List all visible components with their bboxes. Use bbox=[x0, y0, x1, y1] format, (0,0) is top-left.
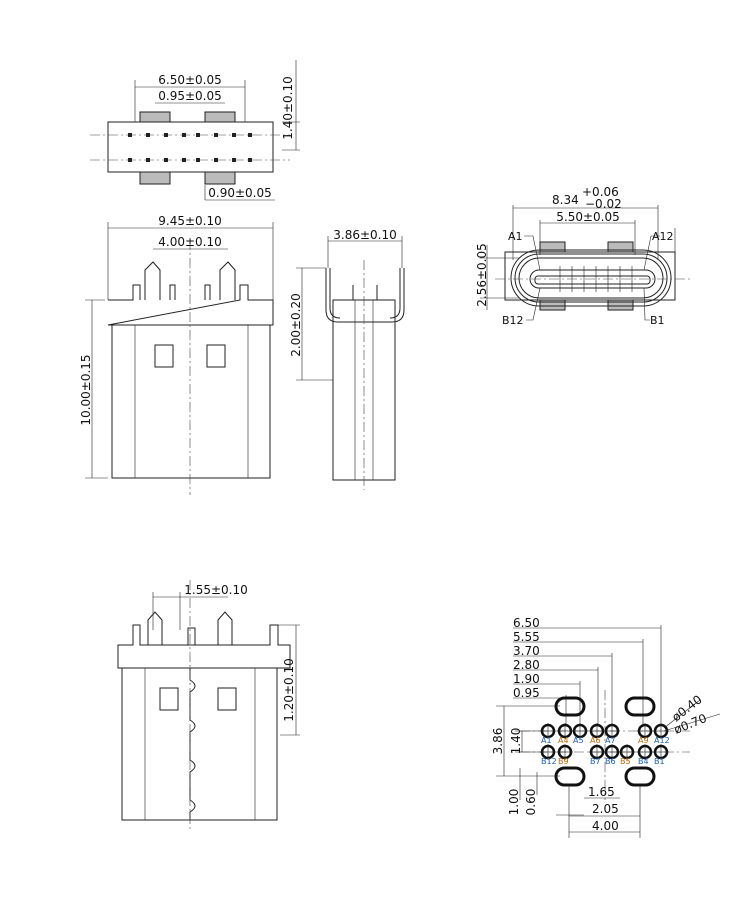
front-tab-dim: 4.00±0.10 bbox=[158, 235, 222, 249]
label-a12: A12 bbox=[652, 230, 674, 243]
front-length-dim: 10.00±0.15 bbox=[79, 354, 93, 425]
footprint-dim-4: 2.80 bbox=[513, 658, 540, 672]
pin-dot bbox=[232, 133, 236, 137]
pin-label-b6: B6 bbox=[605, 757, 616, 766]
receptacle-inner-width: 5.50±0.05 bbox=[556, 210, 620, 224]
pin-label-a4: A4 bbox=[558, 736, 569, 745]
pin-label-b9: B9 bbox=[558, 757, 569, 766]
pin-dot bbox=[196, 133, 200, 137]
front-view: 9.45±0.10 4.00±0.10 10.00±0.15 bbox=[79, 214, 274, 495]
pin-label-a12: A12 bbox=[654, 736, 670, 745]
pin-label-a6: A6 bbox=[590, 736, 601, 745]
pin-label-b4: B4 bbox=[638, 757, 649, 766]
pin-dot bbox=[146, 158, 150, 162]
rear-view: 1.55±0.10 1.20±0.10 bbox=[117, 580, 300, 830]
footprint-dim-5: 1.90 bbox=[513, 672, 540, 686]
pin-label-b1: B1 bbox=[654, 757, 665, 766]
footprint-slot-dim-2: 0.60 bbox=[524, 789, 538, 816]
pcb-footprint: 6.505.553.702.801.900.95 A1 A4 A5 A6 A7 A9 A12… bbox=[491, 616, 721, 838]
pin-label-b7: B7 bbox=[590, 757, 601, 766]
pin-label-b12: B12 bbox=[541, 757, 557, 766]
label-b12: B12 bbox=[502, 314, 524, 327]
top-pad-dim: 0.90±0.05 bbox=[208, 186, 272, 200]
pin-dot bbox=[128, 158, 132, 162]
pin-dot bbox=[214, 133, 218, 137]
footprint-dim-3: 3.70 bbox=[513, 644, 540, 658]
top-view: 6.50±0.05 0.95±0.05 1.40±0.10 0.90±0.05 bbox=[90, 60, 300, 201]
pin-dot bbox=[214, 158, 218, 162]
outer-tol-plus: +0.06 bbox=[582, 185, 619, 199]
footprint-total-height: 3.86 bbox=[491, 728, 505, 755]
top-pitch-dim: 0.95±0.05 bbox=[158, 89, 222, 103]
footprint-dim-2: 5.55 bbox=[513, 630, 540, 644]
outer-width-nominal: 8.34 bbox=[552, 193, 579, 207]
pin-dot bbox=[182, 158, 186, 162]
label-a1: A1 bbox=[508, 230, 523, 243]
pin-dot bbox=[128, 133, 132, 137]
footprint-dim-1: 6.50 bbox=[513, 616, 540, 630]
label-b1: B1 bbox=[650, 314, 665, 327]
pin-label-a9: A9 bbox=[638, 736, 649, 745]
pin-label-a5: A5 bbox=[573, 736, 584, 745]
pin-label-a7: A7 bbox=[605, 736, 616, 745]
front-width-dim: 9.45±0.10 bbox=[158, 214, 222, 228]
pin-dot bbox=[232, 158, 236, 162]
rear-height-dim: 1.20±0.10 bbox=[282, 658, 296, 722]
side-width-dim: 3.86±0.10 bbox=[333, 228, 397, 242]
pin-dot bbox=[164, 158, 168, 162]
receptacle-height: 2.56±0.05 bbox=[475, 243, 489, 307]
footprint-bottom-dim-2: 2.05 bbox=[592, 802, 619, 816]
pin-dot bbox=[146, 133, 150, 137]
footprint-row-pitch: 1.40 bbox=[509, 728, 523, 755]
pin-dot bbox=[164, 133, 168, 137]
rear-pitch-dim: 1.55±0.10 bbox=[184, 583, 248, 597]
outer-tol-minus: −0.02 bbox=[585, 197, 622, 211]
pin-dot bbox=[248, 133, 252, 137]
pin-label-b5: B5 bbox=[620, 757, 631, 766]
footprint-dim-6: 0.95 bbox=[513, 686, 540, 700]
footprint-slot-dim-1: 1.00 bbox=[507, 789, 521, 816]
top-height-dim: 1.40±0.10 bbox=[281, 76, 295, 140]
top-width-dim: 6.50±0.05 bbox=[158, 73, 222, 87]
pin-dot bbox=[182, 133, 186, 137]
side-height-dim: 2.00±0.20 bbox=[289, 293, 303, 357]
side-view: 3.86±0.10 2.00±0.20 bbox=[289, 228, 405, 490]
footprint-bottom-dim-3: 4.00 bbox=[592, 819, 619, 833]
receptacle-view: 8.34 +0.06 −0.02 5.50±0.05 2.56±0.05 A1 … bbox=[475, 185, 690, 327]
pin-label-a1: A1 bbox=[541, 736, 552, 745]
receptacle-outer-width: 8.34 bbox=[552, 193, 579, 207]
pin-dot bbox=[196, 158, 200, 162]
footprint-bottom-dim-1: 1.65 bbox=[588, 785, 615, 799]
pin-dot bbox=[248, 158, 252, 162]
